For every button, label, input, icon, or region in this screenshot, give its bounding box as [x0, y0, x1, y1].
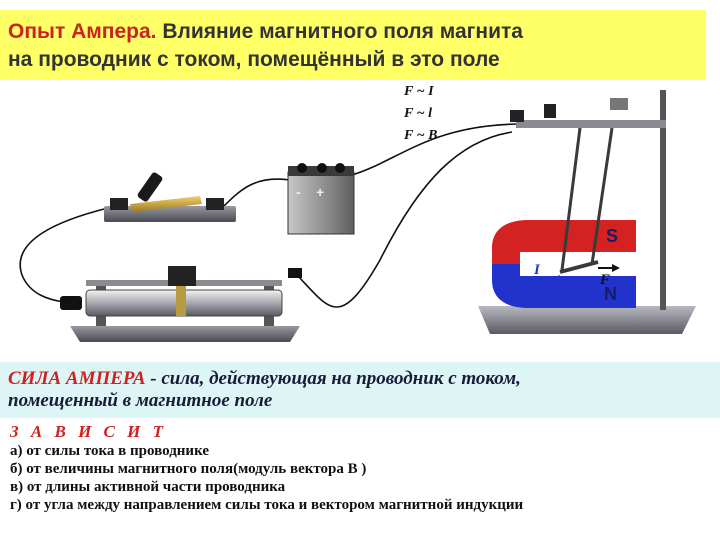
support-stand	[478, 90, 696, 334]
connecting-wires	[19, 123, 521, 308]
horseshoe-magnet	[492, 220, 636, 308]
definition-line-1: СИЛА АМПЕРА - сила, действующая на прово…	[8, 368, 712, 390]
title-line-1: Опыт Ампера. Влияние магнитного поля маг…	[8, 18, 700, 46]
definition-text-2: помещенный в магнитное поле	[8, 390, 273, 411]
factor-item-length: в) от длины активной части проводника	[10, 479, 286, 495]
apparatus-illustration: F ~ I F ~ l F ~ B S N I F - +	[0, 80, 720, 360]
battery-minus-label: -	[296, 184, 301, 200]
depends-heading: З А В И С И Т	[10, 422, 167, 441]
vectors	[536, 252, 635, 286]
factor-item-field: б) от величины магнитного поля(модуль ве…	[10, 461, 367, 477]
formula-current: F ~ I	[404, 84, 434, 99]
wire-rheostat-to-swing	[297, 131, 513, 308]
title-line-2: на проводник с током, помещённый в это п…	[8, 48, 500, 71]
wire-switch-to-battery	[221, 178, 291, 209]
magnet-north-label: N	[604, 284, 617, 304]
battery	[287, 163, 355, 235]
definition-box: СИЛА АМПЕРА - сила, действующая на прово…	[0, 362, 720, 418]
magnet-south-label: S	[606, 226, 619, 246]
conductor-swing	[559, 127, 614, 274]
battery-plus-label: +	[316, 184, 325, 200]
title-banner: Опыт Ампера. Влияние магнитного поля маг…	[0, 10, 706, 80]
force-label: F	[600, 272, 611, 288]
formula-length: F ~ l	[404, 106, 432, 121]
depends-block: З А В И С И Т а) от силы тока в проводни…	[0, 420, 720, 540]
rheostat	[60, 266, 302, 342]
factor-item-current: а) от силы тока в проводнике	[10, 443, 210, 459]
apparatus-drawing	[19, 90, 696, 342]
knife-switch	[104, 172, 236, 222]
current-label: I	[534, 262, 540, 278]
definition-dash: -	[145, 368, 162, 389]
factor-item-angle: г) от угла между направлением силы тока …	[10, 497, 524, 513]
title-line-1-rest: Влияние магнитного поля магнита	[156, 20, 523, 43]
wire-battery-to-swing	[351, 123, 521, 176]
definition-text-1: сила, действующая на проводник с током,	[161, 368, 521, 389]
definition-term: СИЛА АМПЕРА	[8, 368, 146, 389]
title-highlight: Опыт Ампера.	[8, 20, 157, 43]
formula-induction: F ~ B	[404, 128, 438, 143]
wire-switch-to-rheostat	[19, 207, 109, 303]
